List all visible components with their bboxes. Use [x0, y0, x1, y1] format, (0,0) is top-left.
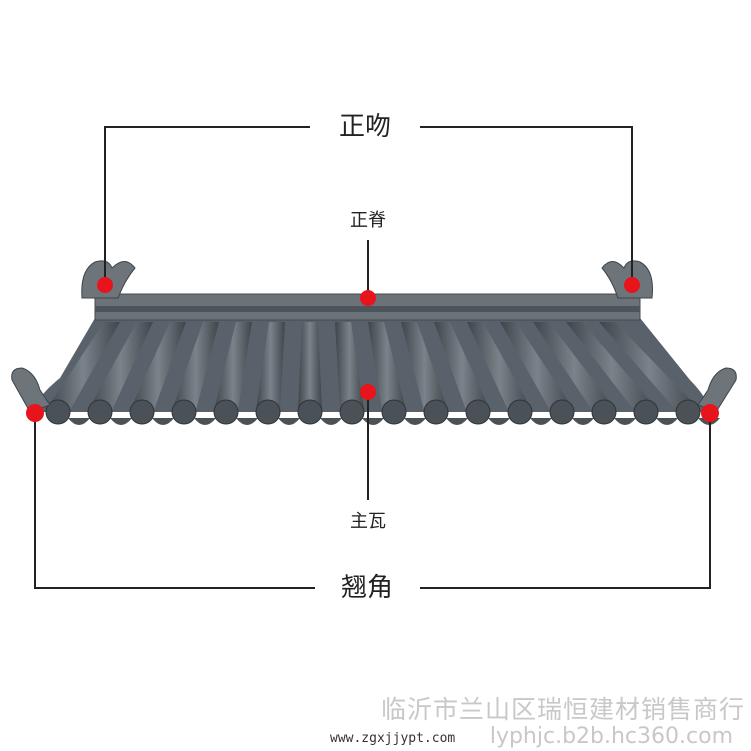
- drip-tile: [404, 418, 426, 425]
- drip-tile: [362, 418, 384, 425]
- tile-row: [500, 322, 574, 410]
- tile-end-cap: [129, 399, 155, 425]
- tile-end-cap: [381, 399, 407, 425]
- tile-end-cap: [591, 399, 617, 425]
- tile-row: [46, 322, 120, 410]
- drip-tile: [152, 418, 174, 425]
- tile-end-cap: [87, 399, 113, 425]
- drip-tile: [236, 418, 258, 425]
- marker-dots: [26, 277, 719, 422]
- tile-row: [214, 322, 252, 410]
- tile-row: [298, 322, 322, 410]
- marker-dot: [360, 290, 376, 306]
- drip-tile: [488, 418, 510, 425]
- tile-row: [467, 322, 532, 410]
- watermark-company: 临沂市兰山区瑞恒建材销售商行: [380, 695, 745, 724]
- drip-tile: [194, 418, 216, 425]
- tile-end-cap: [45, 399, 71, 425]
- drip-tile: [656, 418, 678, 425]
- tile-end-cap: [213, 399, 239, 425]
- tile-row: [599, 322, 700, 410]
- tile-rows: [45, 322, 720, 425]
- tile-end-cap: [423, 399, 449, 425]
- drip-tile: [530, 418, 552, 425]
- tile-row: [368, 322, 406, 410]
- tile-row: [401, 322, 448, 410]
- marker-dot: [26, 404, 44, 422]
- drip-tile: [110, 418, 132, 425]
- label-qiaojiao: 翘角: [332, 573, 402, 603]
- tile-row: [335, 322, 364, 410]
- tile-row: [88, 322, 153, 410]
- marker-dot: [97, 277, 113, 293]
- tile-end-cap: [549, 399, 575, 425]
- tile-end-cap: [633, 399, 659, 425]
- tile-row: [130, 322, 186, 410]
- tile-row: [172, 322, 219, 410]
- upturned-eave-right: [697, 367, 737, 413]
- label-zhuwa: 主瓦: [350, 511, 386, 533]
- label-zhengji: 正脊: [350, 210, 386, 232]
- drip-tile: [68, 418, 90, 425]
- watermark-site: lyphjc.b2b.hc360.com: [489, 724, 733, 749]
- drip-tile: [320, 418, 342, 425]
- marker-dot: [360, 384, 376, 400]
- tile-row: [533, 322, 616, 410]
- tile-end-cap: [339, 399, 365, 425]
- drip-tile: [614, 418, 636, 425]
- tile-end-cap: [255, 399, 281, 425]
- upturned-eave-left: [11, 367, 51, 413]
- leader-lines: [34, 126, 711, 589]
- tile-end-cap: [675, 399, 701, 425]
- label-zhengwen: 正吻: [330, 112, 400, 142]
- tile-end-cap: [465, 399, 491, 425]
- marker-dot: [701, 404, 719, 422]
- watermark-overlay: www.zgxjjypt.com: [330, 731, 456, 746]
- tile-end-cap: [297, 399, 323, 425]
- tile-row: [434, 322, 490, 410]
- tile-end-cap: [507, 399, 533, 425]
- tile-end-cap: [171, 399, 197, 425]
- drip-tile: [572, 418, 594, 425]
- tile-row: [566, 322, 658, 410]
- marker-dot: [624, 277, 640, 293]
- tile-row: [256, 322, 285, 410]
- drip-tile: [446, 418, 468, 425]
- drip-tile: [278, 418, 300, 425]
